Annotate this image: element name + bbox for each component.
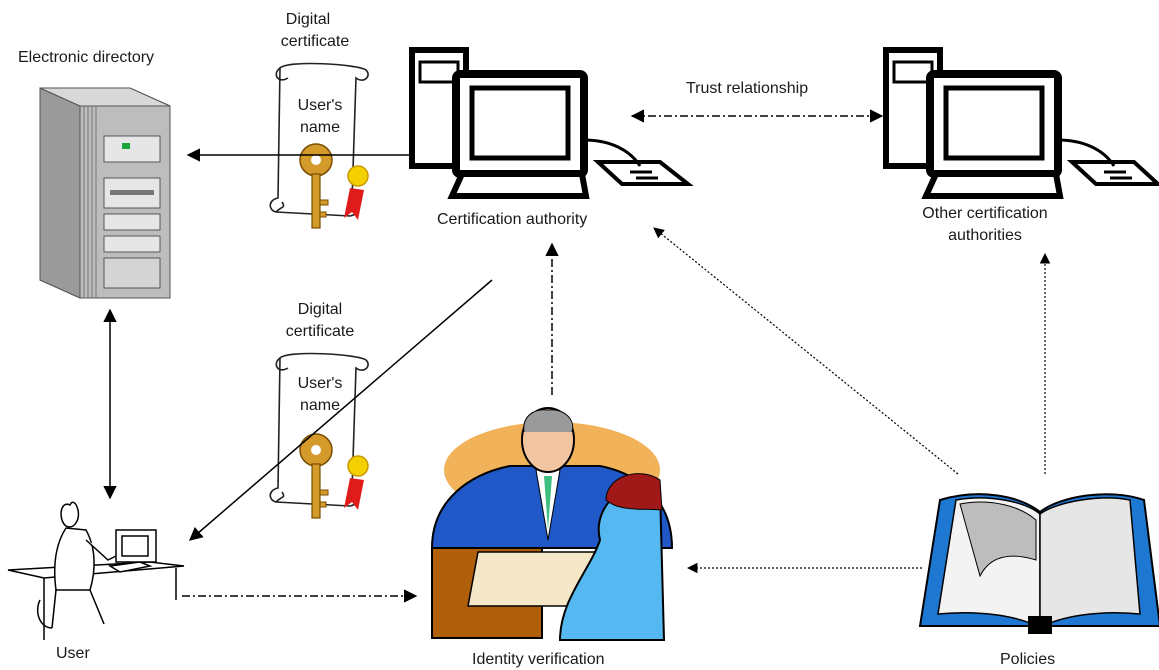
certificate-name-top-line2: name (299, 119, 341, 136)
digital-certificate-scroll-icon (269, 62, 369, 229)
computer-icon (883, 47, 1159, 199)
key-icon (299, 433, 333, 519)
certificate-name-mid-line2: name (299, 397, 341, 414)
certificate-name-top-line1: User's (297, 97, 343, 114)
label-identity-verification: Identity verification (472, 651, 605, 668)
ribbon-seal-icon (344, 455, 369, 510)
arrow-policies-to-ca (653, 227, 959, 475)
label-electronic-directory: Electronic directory (18, 49, 155, 66)
certificate-title-mid-line2: certificate (285, 323, 355, 340)
label-other-ca-line1: Other certification (922, 205, 1048, 222)
label-user: User (56, 645, 90, 662)
label-certification-authority: Certification authority (437, 211, 588, 228)
certificate-title-top-line2: certificate (280, 33, 350, 50)
label-trust-relationship: Trust relationship (686, 80, 809, 97)
identity-verification-meeting-icon (430, 407, 674, 641)
label-other-ca-line2: authorities (948, 227, 1022, 244)
ribbon-seal-icon (344, 165, 369, 220)
user-at-computer-icon (7, 501, 185, 640)
certificate-name-mid-line1: User's (297, 375, 343, 392)
certificate-title-mid-line1: Digital (297, 301, 343, 318)
computer-icon (409, 47, 694, 199)
connector-arrows (103, 109, 1051, 603)
server-tower-icon (39, 87, 171, 299)
arrow-ca-to-user (188, 279, 493, 541)
certificate-title-top-line1: Digital (285, 11, 331, 28)
label-policies: Policies (1000, 651, 1056, 668)
policy-book-icon (918, 493, 1159, 634)
key-icon (299, 143, 333, 229)
